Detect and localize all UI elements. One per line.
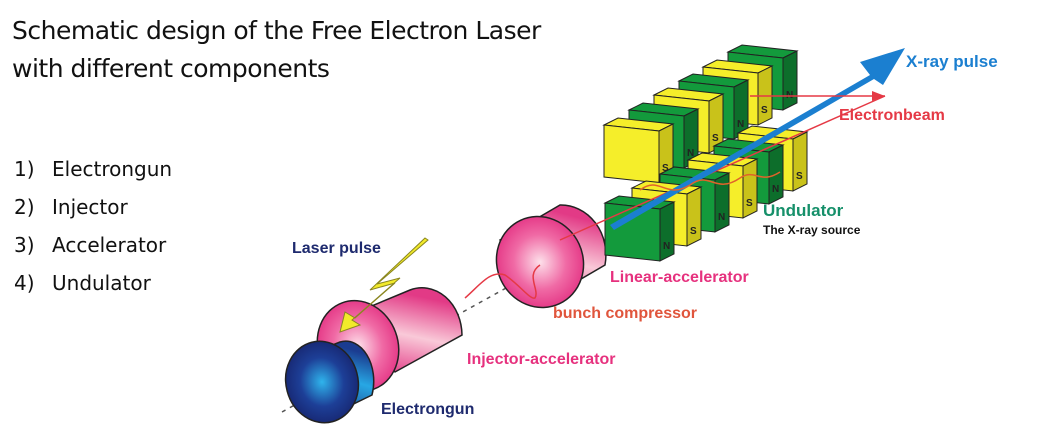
magnet-south-yellow: S — [602, 117, 675, 184]
magnet-pole-label: N — [718, 212, 725, 223]
undulating-beam — [639, 171, 781, 191]
linear-accelerator-cylinder — [495, 204, 607, 309]
label-electronbeam: Electronbeam — [839, 107, 945, 124]
label-xray-pulse: X-ray pulse — [906, 52, 998, 71]
magnet-pole-label: S — [746, 198, 753, 209]
bunch-compressor-path — [464, 264, 541, 299]
list-item: 3)Accelerator — [14, 233, 167, 257]
label-electrongun: Electrongun — [381, 401, 474, 418]
label-linear-accelerator: Linear-accelerator — [610, 269, 749, 286]
laser-pulse-bolt-icon — [339, 237, 429, 333]
list-item: 1)Electrongun — [14, 157, 173, 181]
magnet-pole-label: N — [772, 184, 779, 195]
magnet-pole-label: S — [796, 171, 803, 182]
magnet-pole-label: N — [663, 241, 670, 252]
label-bunch-compressor: bunch compressor — [553, 305, 697, 322]
label-undulator-sub: The X-ray source — [763, 223, 861, 237]
electrongun-cylinder — [284, 340, 375, 424]
magnet-pole-label: S — [690, 226, 697, 237]
label-laser-pulse: Laser pulse — [292, 240, 381, 257]
list-item: 2)Injector — [14, 195, 128, 219]
magnet-pole-label: N — [687, 148, 694, 159]
diagram-title: Schematic design of the Free Electron La… — [12, 12, 541, 88]
magnet-north-green: N — [603, 195, 676, 262]
label-injector-accelerator: Injector-accelerator — [467, 351, 616, 368]
list-item: 4)Undulator — [14, 271, 151, 295]
title-line-2: with different components — [12, 54, 330, 83]
magnet-pole-label: S — [662, 163, 669, 174]
magnet-pole-label: S — [712, 133, 719, 144]
components-list: 1)Electrongun 2)Injector 3)Accelerator 4… — [14, 150, 172, 302]
electronbeam-arrowhead — [872, 91, 885, 101]
electron-beam-line — [559, 95, 886, 241]
xray-pulse-arrow — [610, 48, 905, 230]
magnet-pole-label: S — [761, 105, 768, 116]
label-undulator: Undulator — [763, 201, 844, 220]
magnet-pole-label: N — [737, 119, 744, 130]
title-line-1: Schematic design of the Free Electron La… — [12, 16, 541, 45]
